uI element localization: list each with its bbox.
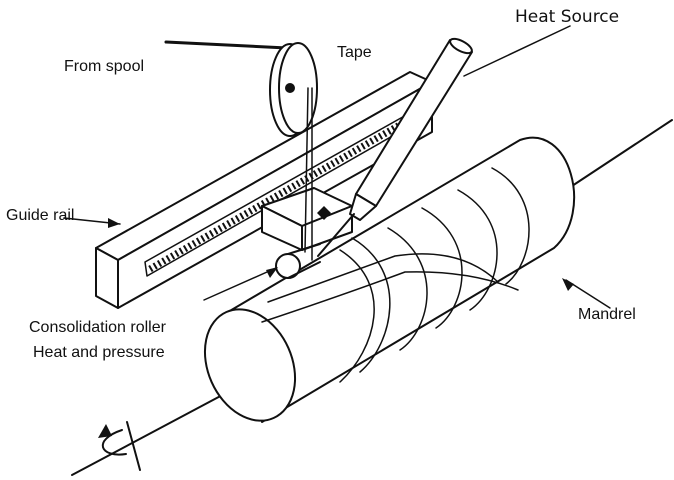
mandrel-body	[203, 136, 576, 423]
spool	[164, 40, 318, 261]
rotation-arrow	[98, 421, 141, 471]
heat-and-pressure-label: Heat and pressure	[33, 344, 165, 361]
mandrel-axis	[71, 119, 673, 476]
from-spool-label: From spool	[64, 58, 145, 75]
heat-source-torch	[317, 37, 473, 257]
leader-lines	[63, 25, 611, 309]
guide-rail	[95, 71, 433, 309]
heat-source-label: Heat Source	[515, 7, 620, 27]
mandrel-label: Mandrel	[578, 306, 636, 323]
consolidation-roller	[275, 243, 321, 279]
tape-label: Tape	[337, 44, 372, 61]
consolidation-roller-label: Consolidation roller	[29, 319, 166, 336]
guide-rail-label: Guide rail	[6, 207, 75, 224]
